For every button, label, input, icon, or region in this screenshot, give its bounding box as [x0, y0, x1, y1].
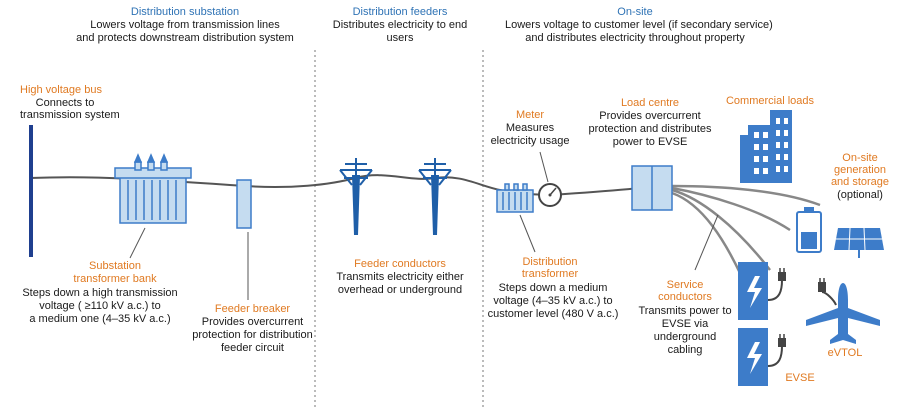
high-voltage-bus-icon [29, 125, 33, 257]
service-conductors-desc-line2: EVSE via [661, 318, 709, 330]
section-desc-substation-line2: and protects downstream distribution sys… [76, 32, 294, 44]
feeder-tower-icon [418, 158, 452, 235]
hv-bus-title: High voltage bus [20, 84, 102, 96]
load-centre-desc-line2: protection and distributes [588, 123, 712, 135]
load-centre-icon [631, 165, 673, 211]
meter-desc-line1: Measures [505, 122, 555, 134]
hv-bus-desc-line2: transmission system [20, 109, 120, 121]
service-conductor-cables [671, 184, 821, 301]
section-desc-feeders-line2: users [386, 32, 414, 44]
load-centre-title: Load centre [620, 97, 680, 109]
feeder-conductors-title: Feeder conductors [354, 258, 446, 270]
distribution-transformer-desc-line3: customer level (480 V a.c.) [487, 308, 619, 320]
substation-transformer-desc-line1: Steps down a high transmission [22, 287, 178, 299]
onsite-generation-title-line2: generation [834, 164, 886, 176]
section-desc-substation-line1: Lowers voltage from transmission lines [90, 19, 280, 31]
meter-title: Meter [515, 109, 545, 121]
evtol-aircraft-icon [806, 278, 880, 344]
onsite-generation-desc: (optional) [837, 189, 883, 201]
service-conductors-desc-line4: cabling [667, 344, 703, 356]
substation-transformer-title-line2: transformer bank [73, 273, 157, 285]
distribution-transformer-icon [496, 183, 534, 213]
feeder-breaker-desc-line2: protection for distribution [192, 329, 313, 341]
load-centre-desc-line3: power to EVSE [612, 136, 688, 148]
feeder-breaker-desc-line1: Provides overcurrent [201, 316, 304, 328]
substation-transformer-desc-line3: a medium one (4–35 kV a.c.) [29, 313, 171, 325]
section-title-feeders: Distribution feeders [352, 6, 448, 18]
feeder-breaker-title: Feeder breaker [214, 303, 291, 315]
evse-charger-icon [738, 262, 786, 320]
section-title-onsite: On-site [617, 6, 653, 18]
feeder-conductors-desc-line2: overhead or underground [337, 284, 463, 296]
service-conductors-desc-line1: Transmits power to [638, 305, 732, 317]
commercial-loads-title: Commercial loads [725, 95, 815, 107]
substation-transformer-desc-line2: voltage ( ≥110 kV a.c.) to [39, 300, 161, 312]
distribution-transformer-desc-line1: Steps down a medium [498, 282, 608, 294]
feeder-breaker-desc-line3: feeder circuit [221, 342, 284, 354]
onsite-generation-title-line1: On-site [842, 152, 878, 164]
substation-transformer-pointer [129, 227, 146, 259]
evse-label: EVSE [785, 372, 815, 384]
evtol-label: eVTOL [827, 347, 863, 359]
feeder-breaker-icon [236, 179, 252, 229]
service-conductors-title-line2: conductors [658, 291, 712, 303]
meter-pointer [539, 151, 549, 183]
hv-bus-desc-line1: Connects to [35, 97, 95, 109]
feeder-conductors-desc-line1: Transmits electricity either [336, 271, 464, 283]
section-desc-onsite-line1: Lowers voltage to customer level (if sec… [505, 19, 773, 31]
section-title-substation: Distribution substation [130, 6, 240, 18]
distribution-transformer-title-line1: Distribution [522, 256, 578, 268]
distribution-transformer-title-line2: transformer [521, 268, 579, 280]
section-desc-feeders-line1: Distributes electricity to end [332, 19, 468, 31]
solar-panel-icon [834, 227, 884, 258]
load-centre-desc-line1: Provides overcurrent [599, 110, 701, 122]
substation-transformer-title-line1: Substation [89, 260, 141, 272]
commercial-building-icon [740, 110, 792, 183]
distribution-transformer-pointer [519, 214, 536, 253]
meter-desc-line2: electricity usage [490, 135, 570, 147]
service-conductors-pointer [694, 214, 719, 271]
service-conductors-title-line1: Service [666, 279, 704, 291]
feeder-tower-icon [339, 158, 373, 235]
substation-transformer-icon [114, 153, 192, 224]
evse-charger-icon [738, 328, 786, 386]
battery-icon [796, 207, 822, 253]
service-conductors-desc-line3: underground [653, 331, 717, 343]
meter-icon [538, 183, 562, 207]
onsite-generation-title-line3: and storage [830, 176, 890, 188]
distribution-transformer-desc-line2: voltage (4–35 kV a.c.) to [493, 295, 613, 307]
section-desc-onsite-line2: and distributes electricity throughout p… [525, 32, 745, 44]
